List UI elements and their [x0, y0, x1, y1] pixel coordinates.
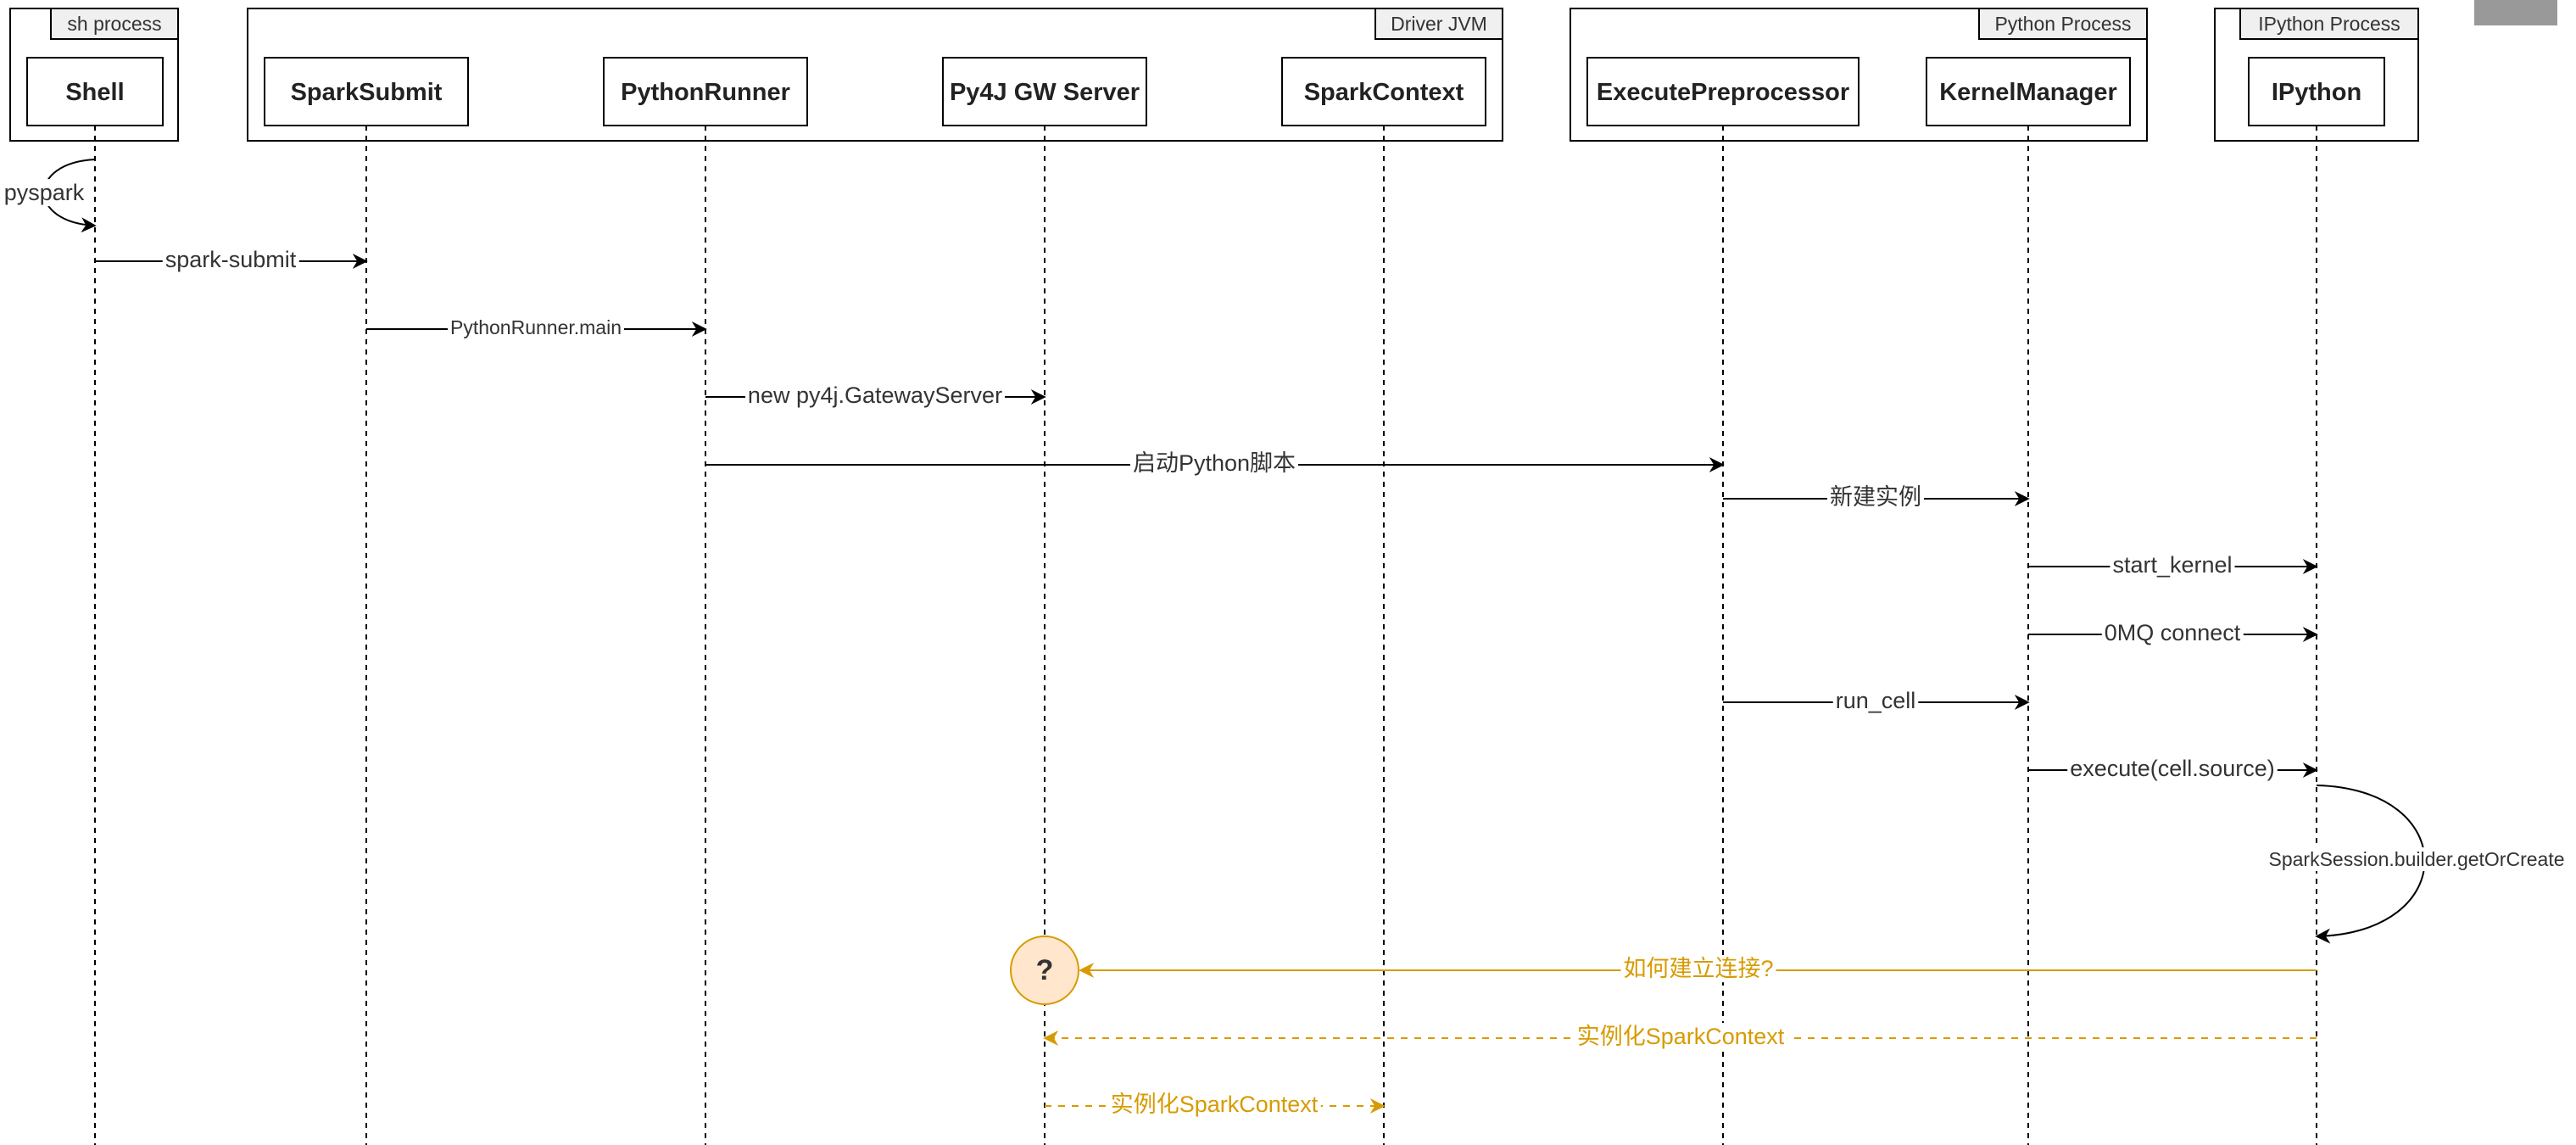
- corner-button[interactable]: [2474, 0, 2557, 25]
- group-label: Driver JVM: [1391, 13, 1487, 35]
- message-label: pyspark: [4, 180, 85, 205]
- message-how-connect: 如何建立连接??: [1010, 936, 2317, 1005]
- message-gateway-server: new py4j.GatewayServer: [705, 382, 1046, 410]
- actor-name: SparkContext: [1304, 79, 1464, 106]
- message-label-background: [1827, 483, 1924, 511]
- message-label: SparkSession.builder.getOrCreate: [2268, 848, 2564, 870]
- lifelines: [94, 126, 2317, 1145]
- question-marker: ?: [1010, 936, 1079, 1005]
- message-label-background: [744, 382, 1006, 410]
- actor-pythonrunner[interactable]: PythonRunner: [603, 57, 808, 126]
- actor-ipython[interactable]: IPython: [2248, 57, 2385, 126]
- message-new-instance: 新建实例: [1723, 483, 2030, 511]
- actor-name: KernelManager: [1939, 79, 2117, 106]
- actor-executepre[interactable]: ExecutePreprocessor: [1586, 57, 1860, 126]
- message-label-background: [447, 316, 625, 340]
- actor-box[interactable]: [603, 57, 808, 126]
- message-label: 0MQ connect: [2105, 620, 2241, 645]
- message-start-kernel: start_kernel: [2028, 551, 2318, 579]
- message-label-background: [1620, 955, 1776, 983]
- group-label: sh process: [67, 13, 161, 35]
- actor-name: Py4J GW Server: [950, 79, 1140, 106]
- group-label: Python Process: [1994, 13, 2131, 35]
- actor-name: PythonRunner: [621, 79, 790, 106]
- actor-py4j[interactable]: Py4J GW Server: [942, 57, 1147, 126]
- message-label-background: [1107, 1091, 1321, 1119]
- actor-box[interactable]: [264, 57, 469, 126]
- message-label-background: [1574, 1023, 1787, 1051]
- group-tab: [1374, 8, 1503, 40]
- message-instantiate-sc-1: 实例化SparkContext: [1043, 1023, 2317, 1051]
- actor-box[interactable]: [942, 57, 1147, 126]
- message-label: spark-submit: [165, 247, 297, 272]
- actor-sparksubmit[interactable]: SparkSubmit: [264, 57, 469, 126]
- message-label: 新建实例: [1830, 484, 1921, 510]
- message-label: PythonRunner.main: [450, 316, 622, 338]
- message-spark-submit: spark-submit: [95, 246, 368, 274]
- actor-box[interactable]: [2248, 57, 2385, 126]
- message-run-cell: run_cell: [1723, 687, 2030, 715]
- actor-box[interactable]: [1926, 57, 2131, 126]
- actor-name: Shell: [65, 79, 124, 106]
- group-tab: [1978, 8, 2148, 40]
- actor-kernelmanager[interactable]: KernelManager: [1926, 57, 2131, 126]
- actor-name: ExecutePreprocessor: [1597, 79, 1849, 106]
- message-label-background: [1129, 450, 1299, 478]
- message-label-background: [1832, 687, 1919, 715]
- message-label-background: [2101, 619, 2244, 647]
- message-label-background: [2266, 847, 2568, 872]
- message-label: 如何建立连接?: [1623, 956, 1773, 981]
- actor-box[interactable]: [26, 57, 164, 126]
- message-label: 实例化SparkContext: [1111, 1092, 1319, 1117]
- actor-box[interactable]: [1586, 57, 1860, 126]
- group-tab: [50, 8, 179, 40]
- question-circle: [1010, 936, 1079, 1005]
- actor-name: IPython: [2272, 79, 2361, 106]
- message-pyspark: pyspark: [1, 159, 97, 233]
- message-label-background: [162, 246, 299, 274]
- actor-sparkcontext[interactable]: SparkContext: [1281, 57, 1486, 126]
- message-label: execute(cell.source): [2070, 756, 2275, 781]
- message-label: start_kernel: [2112, 552, 2232, 578]
- actors: Shell SparkSubmit PythonRunner Py4J GW Serv…: [26, 57, 2385, 126]
- message-zmq-connect: 0MQ connect: [2028, 619, 2318, 647]
- message-label-background: [1, 179, 87, 207]
- message-label: run_cell: [1836, 688, 1916, 713]
- actor-box[interactable]: [1281, 57, 1486, 126]
- actor-shell[interactable]: Shell: [26, 57, 164, 126]
- group-label: IPython Process: [2258, 13, 2400, 35]
- message-label-background: [2067, 755, 2278, 783]
- message-pythonrunner-main: PythonRunner.main: [366, 316, 707, 340]
- message-instantiate-sc-2: 实例化SparkContext: [1045, 1091, 1386, 1119]
- message-execute-cell: execute(cell.source): [2028, 755, 2318, 783]
- question-symbol: ?: [1036, 954, 1054, 986]
- message-getorcreate: SparkSession.builder.getOrCreate: [2266, 785, 2568, 944]
- actor-name: SparkSubmit: [291, 79, 443, 106]
- message-start-python-script: 启动Python脚本: [705, 450, 1725, 478]
- message-label: new py4j.GatewayServer: [748, 383, 1002, 408]
- group-tab: [2239, 8, 2419, 40]
- message-label: 实例化SparkContext: [1577, 1024, 1785, 1049]
- message-label: 启动Python脚本: [1133, 450, 1296, 476]
- message-label-background: [2110, 551, 2235, 579]
